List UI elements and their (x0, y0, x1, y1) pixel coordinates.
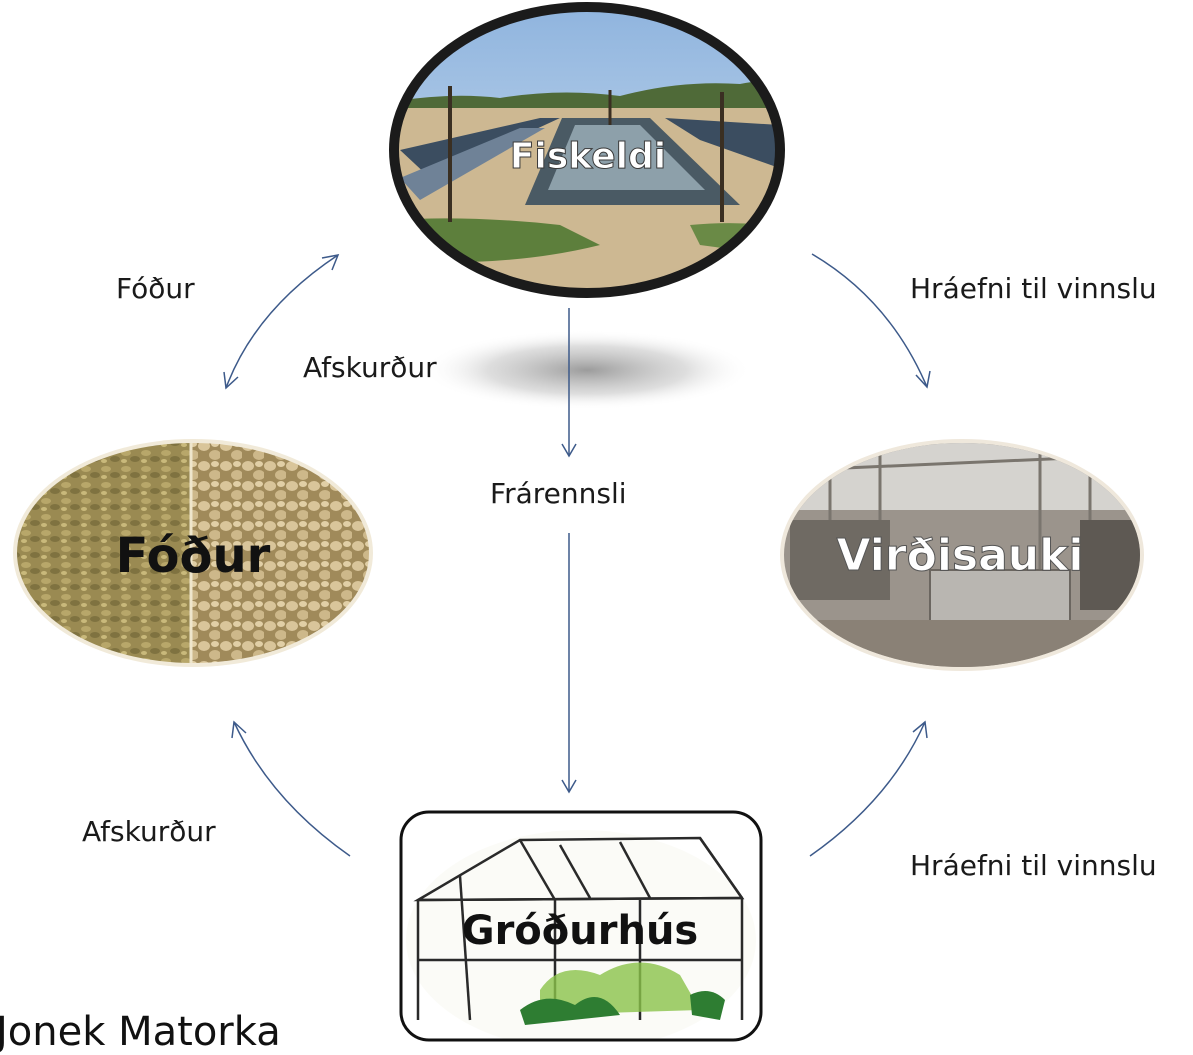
node-grodurhus: Gróðurhús (399, 810, 763, 1042)
edge-label-raw-material-top: Hráefni til vinnslu (910, 272, 1157, 305)
top-node-shadow (422, 330, 752, 410)
node-fodur: Fóður (13, 439, 373, 667)
arrowhead-effluent-lower (561, 779, 577, 794)
arrow-bottom-to-left (233, 721, 351, 857)
arrowhead-bottom-to-right (912, 720, 928, 739)
footer-caption: Jonek Matorka (0, 1009, 281, 1055)
arrowhead-feed-left (223, 371, 239, 390)
edge-label-feed: Fóður (116, 272, 195, 305)
arrowhead-bottom-to-left (231, 720, 247, 739)
edge-label-raw-material-bottom: Hráefni til vinnslu (910, 849, 1157, 882)
arrowhead-feed-top (321, 254, 340, 271)
arrow-top-to-right (811, 253, 928, 388)
node-label-right: Virðisauki (837, 530, 1084, 581)
node-label-top: Fiskeldi (510, 136, 666, 177)
node-fiskeldi: Fiskeldi (389, 2, 785, 298)
edge-label-trimmings-top: Afskurður (303, 351, 437, 384)
arrowhead-effluent-upper (561, 443, 577, 458)
node-label-bottom: Gróðurhús (462, 908, 698, 954)
arrow-bottom-to-right (809, 721, 926, 857)
arrowhead-top-to-right (915, 370, 931, 389)
node-label-left: Fóður (116, 528, 271, 584)
node-virdisauki: Virðisauki (780, 439, 1144, 671)
arrow-feed-double (225, 254, 339, 389)
edge-label-effluent: Frárennsli (490, 477, 627, 510)
edge-label-trimmings-bottom: Afskurður (82, 815, 216, 848)
